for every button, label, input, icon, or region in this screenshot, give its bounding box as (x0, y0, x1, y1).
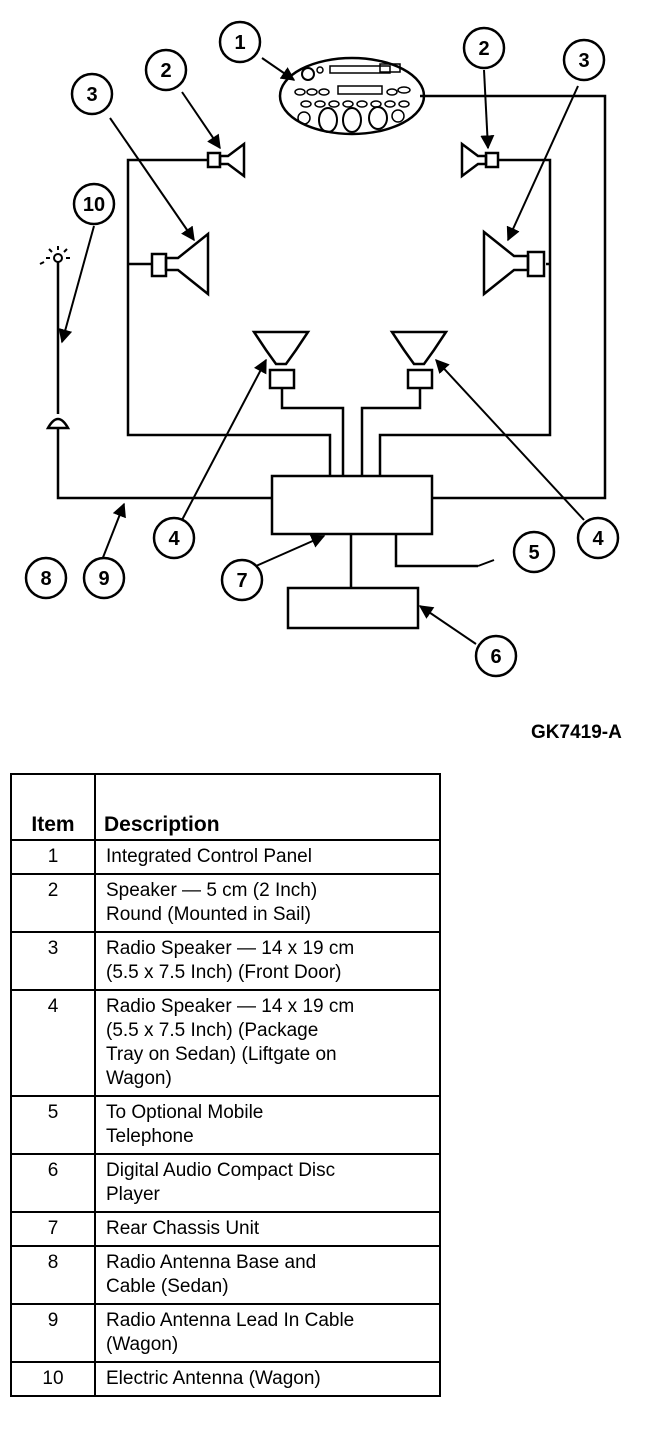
table-row: 7 Rear Chassis Unit (10, 1211, 441, 1247)
table-row: 10 Electric Antenna (Wagon) (10, 1361, 441, 1397)
sail-speaker-left (206, 141, 246, 179)
front-door-speaker-right (482, 229, 546, 297)
callout-3: 3 (578, 50, 589, 72)
package-tray-speaker-left (251, 330, 311, 390)
table-row: 4 Radio Speaker — 14 x 19 cm (5.5 x 7.5 In… (10, 989, 441, 1097)
compact-disc-player (286, 586, 420, 630)
item-description: Integrated Control Panel (94, 839, 441, 875)
item-description: Radio Speaker — 14 x 19 cm (5.5 x 7.5 Inc… (94, 989, 441, 1097)
callout-5: 5 (528, 542, 539, 564)
table-row: 3 Radio Speaker — 14 x 19 cm (5.5 x 7.5 In… (10, 931, 441, 991)
item-number: 10 (10, 1361, 96, 1397)
header-description: Description (94, 773, 441, 841)
audio-system-wiring-diagram: 1 2 2 3 3 10 4 4 5 6 7 8 9 (24, 20, 620, 678)
legend-table: Item Description 1 Integrated Control Pan… (10, 773, 441, 1397)
description-line: Integrated Control Panel (106, 846, 312, 867)
callout-9: 9 (98, 568, 109, 590)
description-line: (5.5 x 7.5 Inch) (Package (106, 1020, 319, 1041)
callout-circles (24, 20, 620, 678)
description-line: Round (Mounted in Sail) (106, 904, 311, 925)
description-line: Radio Speaker — 14 x 19 cm (106, 996, 355, 1017)
callout-3: 3 (86, 84, 97, 106)
callout-10: 10 (83, 194, 105, 216)
rear-chassis-unit (270, 474, 434, 536)
item-description: Speaker — 5 cm (2 Inch) Round (Mounted in… (94, 873, 441, 933)
item-description: Radio Antenna Lead In Cable (Wagon) (94, 1303, 441, 1363)
figure-code: GK7419-A (531, 722, 622, 743)
callout-2: 2 (160, 60, 171, 82)
item-number: 8 (10, 1245, 96, 1305)
description-line: Radio Antenna Base and (106, 1252, 317, 1273)
description-line: Digital Audio Compact Disc (106, 1160, 336, 1181)
item-number: 7 (10, 1211, 96, 1247)
item-number: 5 (10, 1095, 96, 1155)
description-line: Telephone (106, 1126, 194, 1147)
description-line: Electric Antenna (Wagon) (106, 1368, 321, 1389)
item-number: 3 (10, 931, 96, 991)
table-row: 9 Radio Antenna Lead In Cable (Wagon) (10, 1303, 441, 1363)
callout-7: 7 (236, 570, 247, 592)
description-line: Radio Antenna Lead In Cable (106, 1310, 355, 1331)
item-description: Radio Speaker — 14 x 19 cm (5.5 x 7.5 Inc… (94, 931, 441, 991)
item-number: 6 (10, 1153, 96, 1213)
description-line: To Optional Mobile (106, 1102, 264, 1123)
description-line: Player (106, 1184, 160, 1205)
callout-2: 2 (478, 38, 489, 60)
sail-speaker-right (460, 141, 500, 179)
electric-antenna (39, 246, 71, 430)
table-row: 2 Speaker — 5 cm (2 Inch) Round (Mounted i… (10, 873, 441, 933)
description-line: (Wagon) (106, 1334, 179, 1355)
description-line: (5.5 x 7.5 Inch) (Front Door) (106, 962, 342, 983)
callout-4: 4 (592, 528, 604, 550)
item-number: 2 (10, 873, 96, 933)
description-line: Radio Speaker — 14 x 19 cm (106, 938, 355, 959)
front-door-speaker-left (150, 231, 210, 297)
item-description: Rear Chassis Unit (94, 1211, 441, 1247)
callout-leaders (58, 57, 585, 645)
wiring (56, 94, 607, 588)
item-description: Electric Antenna (Wagon) (94, 1361, 441, 1397)
description-line: Tray on Sedan) (Liftgate on (106, 1044, 337, 1065)
callout-1: 1 (234, 32, 245, 54)
description-line: Wagon) (106, 1068, 172, 1089)
description-line: Rear Chassis Unit (106, 1218, 260, 1239)
item-number: 4 (10, 989, 96, 1097)
package-tray-speaker-right (389, 330, 449, 390)
header-item: Item (10, 773, 96, 841)
legend-header-row: Item Description (10, 773, 441, 841)
item-number: 1 (10, 839, 96, 875)
description-line: Cable (Sedan) (106, 1276, 229, 1297)
description-line: Speaker — 5 cm (2 Inch) (106, 880, 318, 901)
table-row: 1 Integrated Control Panel (10, 839, 441, 875)
callout-6: 6 (490, 646, 501, 668)
callout-4: 4 (168, 528, 180, 550)
integrated-control-panel (278, 56, 426, 136)
callout-8: 8 (40, 568, 51, 590)
item-number: 9 (10, 1303, 96, 1363)
